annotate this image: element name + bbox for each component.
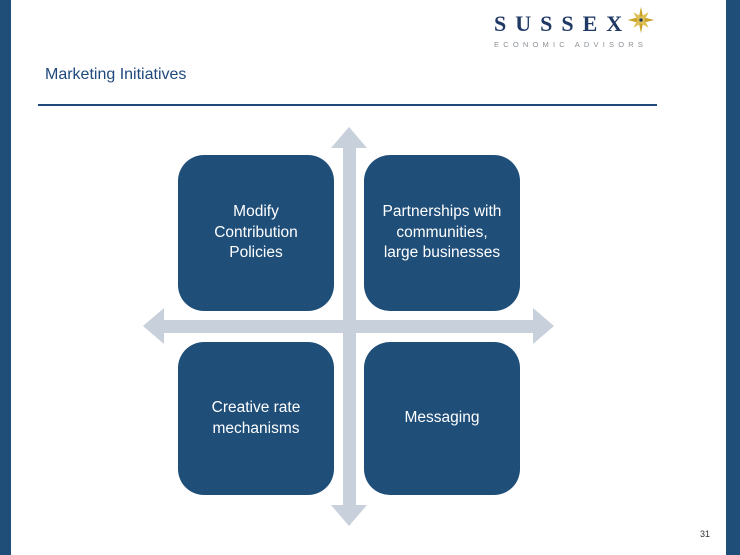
arrowhead-right-icon bbox=[533, 308, 554, 344]
arrowhead-up-icon bbox=[331, 127, 367, 148]
page-number: 31 bbox=[699, 529, 710, 539]
quadrant-label: Creative rate mechanisms bbox=[211, 398, 301, 437]
quadrant-messaging: Messaging bbox=[364, 342, 520, 495]
quadrant-label: Partnerships with communities, large bus… bbox=[382, 202, 502, 262]
arrowhead-left-icon bbox=[143, 308, 164, 344]
quadrant-label: Messaging bbox=[404, 409, 480, 427]
quadrant-partnerships: Partnerships with communities, large bus… bbox=[364, 155, 520, 311]
logo-name: SUSSEX bbox=[494, 10, 632, 36]
slide-title: Marketing Initiatives bbox=[45, 66, 187, 83]
compass-star-icon bbox=[627, 6, 655, 39]
left-edge-bar bbox=[0, 0, 11, 555]
quadrant-creative-rate-mechanisms: Creative rate mechanisms bbox=[178, 342, 334, 495]
quadrant-label: Modify Contribution Policies bbox=[214, 202, 298, 262]
arrowhead-down-icon bbox=[331, 505, 367, 526]
title-divider bbox=[38, 104, 657, 106]
quadrant-modify-contribution-policies: Modify Contribution Policies bbox=[178, 155, 334, 311]
sussex-logo: SUSSEX ECONOMIC ADVISORS bbox=[494, 6, 674, 49]
right-edge-bar bbox=[726, 0, 740, 555]
logo-row: SUSSEX bbox=[494, 6, 674, 39]
logo-subtitle: ECONOMIC ADVISORS bbox=[494, 40, 648, 49]
horizontal-axis-arrow bbox=[162, 320, 535, 333]
